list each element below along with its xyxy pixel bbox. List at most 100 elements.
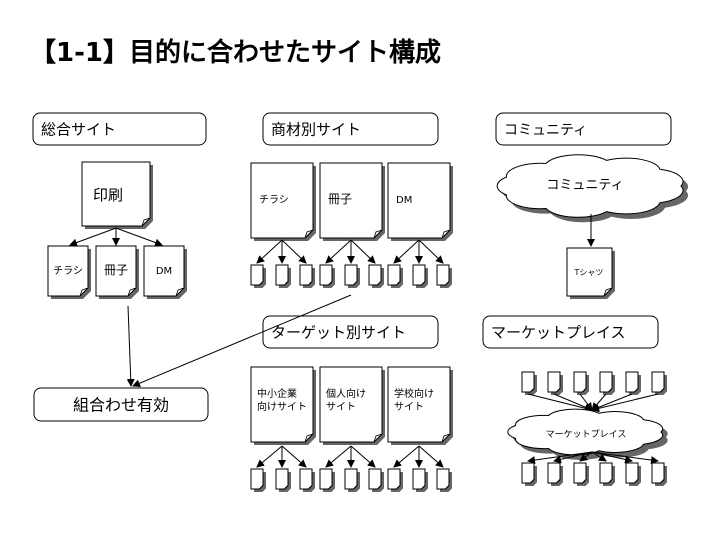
doc-product-2-fold xyxy=(441,229,451,239)
mini-doc-product-0-1-fold xyxy=(284,281,289,286)
mini-doc-product-1-0-fold xyxy=(328,281,333,286)
arrow-target-2-2 xyxy=(418,445,444,468)
mini-doc-target-1-1-fold xyxy=(353,485,358,490)
mini-doc-market-top-5-fold xyxy=(660,388,665,393)
mini-doc-market-bottom-4-fold xyxy=(634,479,639,484)
header-general-label: 総合サイト xyxy=(41,121,116,139)
arrow-target-0-2 xyxy=(281,445,307,468)
doc-community-label: Tシャツ xyxy=(574,268,604,277)
mini-doc-market-top-2 xyxy=(573,371,587,393)
doc-general-main xyxy=(81,161,151,227)
mini-doc-product-2-1 xyxy=(412,264,426,286)
mini-doc-target-0-1 xyxy=(275,468,289,490)
mini-doc-product-1-0 xyxy=(319,264,333,286)
mini-doc-product-2-0-fold xyxy=(396,281,401,286)
mini-doc-target-2-1 xyxy=(412,468,426,490)
arrow-product-2-0 xyxy=(393,239,420,264)
doc-general-0 xyxy=(47,245,89,297)
arrow-market-top-5 xyxy=(591,393,659,413)
doc-community-fold xyxy=(603,287,613,297)
mini-doc-market-top-1 xyxy=(547,371,561,393)
doc-target-0-fold xyxy=(304,433,314,443)
arrow-product-1-0 xyxy=(325,239,352,264)
doc-general-0-fold xyxy=(79,287,89,297)
mini-doc-market-bottom-1-fold xyxy=(556,479,561,484)
mini-doc-market-top-0 xyxy=(521,371,535,393)
mini-doc-market-top-3-fold xyxy=(608,388,613,393)
doc-product-1-fold xyxy=(373,229,383,239)
arrow-market-bottom-1 xyxy=(553,451,593,464)
mini-doc-target-2-0 xyxy=(387,468,401,490)
mini-doc-product-2-2 xyxy=(436,264,450,286)
mini-doc-market-bottom-5-fold xyxy=(660,479,665,484)
mini-doc-target-1-1 xyxy=(344,468,358,490)
header-product-label: 商材別サイト xyxy=(271,121,361,139)
mini-doc-product-1-2-fold xyxy=(377,281,382,286)
doc-product-0 xyxy=(250,162,314,239)
arrow-combo-right xyxy=(132,294,352,387)
header-product-box xyxy=(262,112,439,146)
arrow-market-top-0 xyxy=(527,393,593,413)
mini-doc-target-2-2-fold xyxy=(445,485,450,490)
doc-product-2 xyxy=(387,162,451,239)
mini-doc-product-0-2-fold xyxy=(308,281,313,286)
doc-general-label-1: 冊子 xyxy=(104,263,128,277)
doc-general-1 xyxy=(95,245,137,297)
mini-doc-product-2-2-fold xyxy=(445,281,450,286)
mini-doc-target-0-0-fold xyxy=(259,485,264,490)
mini-doc-product-1-1 xyxy=(344,264,358,286)
doc-general-1-fold xyxy=(127,287,137,297)
mini-doc-market-bottom-3 xyxy=(599,462,613,484)
combo-label: 組合わせ有効 xyxy=(73,396,169,415)
doc-target-1-fold xyxy=(373,433,383,443)
mini-doc-target-0-2-fold xyxy=(308,485,313,490)
mini-doc-product-0-1 xyxy=(275,264,289,286)
mini-doc-market-bottom-4 xyxy=(625,462,639,484)
doc-target-label-0: 中小企業向けサイト xyxy=(257,387,307,413)
doc-product-0-fold xyxy=(304,229,314,239)
arrow-product-2-2 xyxy=(418,239,444,264)
arrow-market-top-2 xyxy=(579,393,593,411)
mini-doc-market-bottom-0 xyxy=(521,462,535,484)
mini-doc-market-bottom-2-fold xyxy=(582,479,587,484)
arrow-market-bottom-5 xyxy=(591,451,659,465)
doc-product-label-2: DM xyxy=(396,195,412,206)
arrow-target-0-0 xyxy=(256,445,283,468)
doc-general-main-label: 印刷 xyxy=(93,186,123,204)
arrow-product-0-0 xyxy=(256,239,283,264)
mini-doc-target-2-1-fold xyxy=(421,485,426,490)
mini-doc-market-top-2-fold xyxy=(582,388,587,393)
mini-doc-target-2-2 xyxy=(436,468,450,490)
header-marketplace-box xyxy=(482,315,659,349)
doc-target-0 xyxy=(250,366,314,443)
mini-doc-target-1-2 xyxy=(368,468,382,490)
mini-doc-target-1-0 xyxy=(319,468,333,490)
mini-doc-market-top-0-fold xyxy=(530,388,535,393)
mini-doc-market-bottom-2 xyxy=(573,462,587,484)
doc-target-1 xyxy=(319,366,383,443)
mini-doc-market-top-1-fold xyxy=(556,388,561,393)
arrow-combo-left xyxy=(126,305,135,387)
mini-doc-target-0-2 xyxy=(299,468,313,490)
arrow-market-bottom-3 xyxy=(591,451,607,462)
mini-doc-product-2-0 xyxy=(387,264,401,286)
mini-doc-market-bottom-3-fold xyxy=(608,479,613,484)
mini-doc-market-top-4-fold xyxy=(634,388,639,393)
doc-general-2 xyxy=(143,245,185,297)
mini-doc-market-top-4 xyxy=(625,371,639,393)
arrow-market-bottom-2 xyxy=(579,451,593,462)
mini-doc-market-top-3 xyxy=(599,371,613,393)
cloud-marketplace-label: マーケットプレイス xyxy=(546,429,627,440)
slide-title: 【1-1】目的に合わせたサイト構成 xyxy=(30,38,441,68)
header-general-box xyxy=(32,112,207,146)
header-community-box xyxy=(495,112,672,146)
doc-target-2 xyxy=(387,366,451,443)
doc-community xyxy=(566,247,613,297)
arrow-target-2-0 xyxy=(393,445,420,468)
mini-doc-market-top-5 xyxy=(651,371,665,393)
cloud-community xyxy=(496,154,684,218)
cloud-community-label: コミュニティ xyxy=(546,178,623,193)
arrow-target-1-2 xyxy=(350,445,376,468)
doc-product-label-0: チラシ xyxy=(259,194,289,206)
